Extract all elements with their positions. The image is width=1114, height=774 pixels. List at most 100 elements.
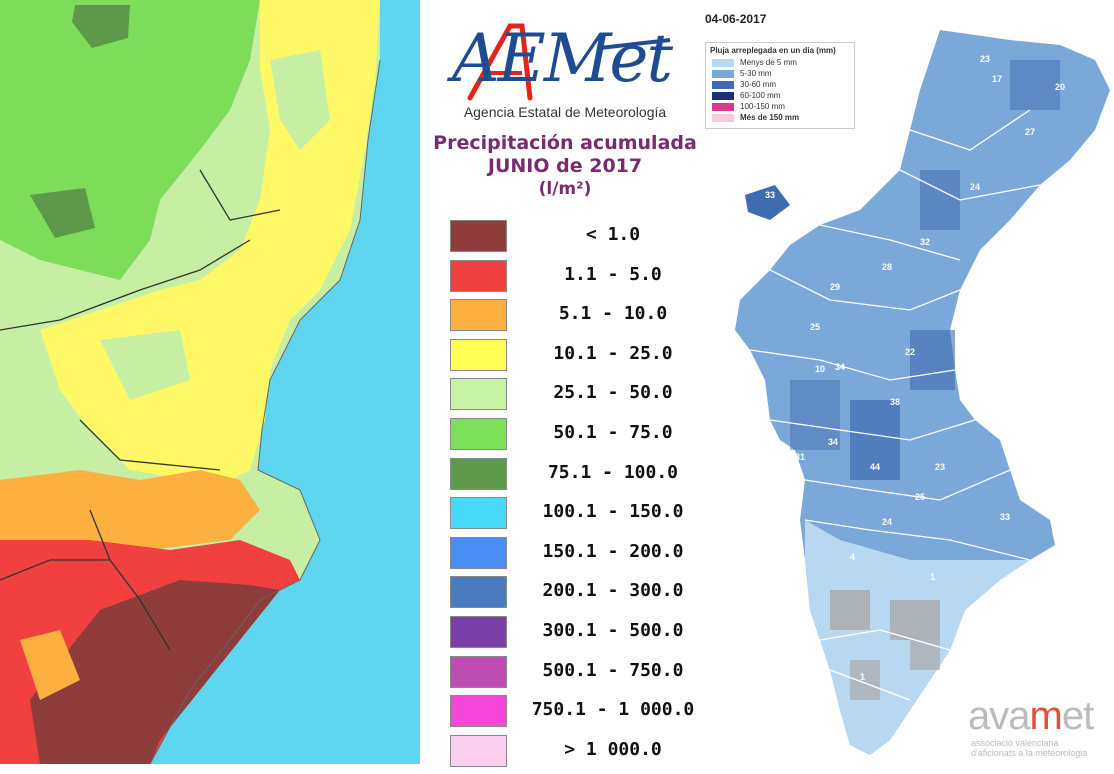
svg-text:34: 34	[835, 362, 845, 372]
title-unit: (l/m²)	[538, 179, 592, 199]
legend-swatch	[450, 576, 507, 609]
avamet-legend-swatch	[712, 70, 734, 78]
svg-text:1: 1	[860, 672, 865, 682]
avamet-legend-row: 100-150 mm	[710, 102, 850, 112]
avamet-date: 04-06-2017	[705, 12, 767, 26]
avamet-legend-swatch	[712, 81, 734, 89]
svg-text:31: 31	[795, 452, 805, 462]
brown-zone	[30, 580, 280, 764]
avamet-legend-row: Més de 150 mm	[710, 113, 850, 123]
comarca-borders	[749, 109, 1041, 701]
province-border	[0, 169, 281, 651]
agency-name: Agencia Estatal de Meteorología	[463, 104, 667, 120]
svg-text:32: 32	[920, 237, 930, 247]
legend-swatch	[450, 695, 507, 728]
svg-text:22: 22	[905, 347, 915, 357]
orange-zone	[0, 470, 260, 550]
avamet-legend-label: 30-60 mm	[740, 80, 777, 89]
avamet-legend-label: 100-150 mm	[740, 102, 785, 111]
legend-label: 5.1 - 10.0	[558, 303, 668, 325]
aemet-logo-text: AEMet	[452, 20, 673, 97]
legend-row: 300.1 - 500.0	[450, 615, 700, 656]
legend-row: 750.1 - 1 000.0	[450, 695, 700, 735]
aemet-legend-panel: AEMet Agencia Estatal de Meteorología Pr…	[420, 0, 710, 767]
legend-label: 200.1 - 300.0	[542, 580, 684, 602]
avamet-legend-swatch	[712, 103, 734, 111]
legend-row: 150.1 - 200.0	[450, 536, 700, 577]
aemet-logo-icon	[467, 23, 671, 101]
svg-text:24: 24	[970, 182, 980, 192]
avamet-legend-label: 5-30 mm	[740, 69, 772, 78]
avamet-subtitle: associació valenciana d'aficionats a la …	[971, 738, 1087, 758]
legend-swatch	[450, 378, 507, 411]
svg-text:20: 20	[1055, 82, 1065, 92]
title-line-1: Precipitación acumulada	[433, 132, 697, 154]
svg-text:28: 28	[882, 262, 892, 272]
avamet-logo: avamet	[968, 694, 1094, 739]
avamet-legend: Pluja arreplegada en un dia (mm) Menys d…	[705, 42, 855, 129]
svg-text:33: 33	[765, 190, 775, 200]
svg-text:23: 23	[980, 54, 990, 64]
legend-row: 75.1 - 100.0	[450, 457, 700, 498]
map-title: Precipitación acumulada JUNIO de 2017 (l…	[420, 132, 710, 200]
legend-label: 50.1 - 75.0	[553, 421, 673, 443]
svg-text:10: 10	[815, 364, 825, 374]
legend-swatch	[450, 220, 507, 252]
no-data-area	[830, 590, 870, 630]
svg-text:44: 44	[870, 462, 880, 472]
legend-label: 500.1 - 750.0	[542, 659, 684, 681]
legend-row: 25.1 - 50.0	[450, 378, 700, 418]
legend-swatch	[450, 259, 507, 292]
legend-swatch	[450, 338, 507, 371]
avamet-legend-swatch	[712, 114, 734, 122]
exclave-shape	[745, 185, 790, 220]
avamet-legend-row: Menys de 5 mm	[710, 58, 850, 68]
svg-text:29: 29	[830, 282, 840, 292]
svg-text:1: 1	[930, 572, 935, 582]
legend-row: 500.1 - 750.0	[450, 655, 700, 696]
avamet-logo-part-a: ava	[968, 694, 1030, 738]
avamet-legend-swatch	[712, 92, 734, 100]
avamet-legend-label: 60-100 mm	[740, 91, 781, 100]
svg-text:33: 33	[1000, 512, 1010, 522]
avamet-legend-row: 60-100 mm	[710, 91, 850, 101]
legend-swatch	[450, 734, 507, 767]
svg-text:34: 34	[828, 437, 838, 447]
legend-row: < 1.0	[450, 220, 700, 260]
legend-swatch	[450, 655, 507, 688]
legend-row: 100.1 - 150.0	[450, 497, 700, 537]
avamet-legend-row: 5-30 mm	[710, 69, 850, 79]
legend-swatch	[450, 417, 507, 450]
aemet-precipitation-map	[0, 0, 420, 764]
svg-text:27: 27	[1025, 127, 1035, 137]
svg-text:23: 23	[935, 462, 945, 472]
legend-row: 10.1 - 25.0	[450, 338, 700, 379]
svg-text:4: 4	[850, 552, 855, 562]
legend-label: > 1 000.0	[564, 738, 662, 760]
legend-label: 1.1 - 5.0	[564, 263, 662, 285]
legend-label: 750.1 - 1 000.0	[531, 699, 695, 721]
avamet-legend-label: Més de 150 mm	[740, 113, 800, 122]
legend-label: 25.1 - 50.0	[553, 382, 673, 404]
svg-text:17: 17	[992, 74, 1002, 84]
svg-text:24: 24	[882, 517, 892, 527]
legend-row: 5.1 - 10.0	[450, 299, 700, 339]
legend-label: 100.1 - 150.0	[542, 501, 684, 523]
legend-label: 75.1 - 100.0	[547, 461, 679, 483]
legend-label: 150.1 - 200.0	[542, 540, 684, 562]
legend-swatch	[450, 457, 507, 490]
legend-swatch	[450, 536, 507, 569]
avamet-logo-part-b: m	[1029, 694, 1063, 738]
svg-text:38: 38	[890, 397, 900, 407]
avamet-subtitle-line-1: associació valenciana	[971, 738, 1059, 748]
legend-row: 200.1 - 300.0	[450, 576, 700, 616]
legend-row: 1.1 - 5.0	[450, 259, 700, 300]
title-line-2: JUNIO de 2017	[487, 155, 643, 177]
precipitation-legend: < 1.0 1.1 - 5.0 5.1 - 10.0 10.1 - 25.0 25.1 …	[450, 220, 700, 774]
legend-row: > 1 000.0	[450, 734, 700, 774]
legend-swatch	[450, 299, 507, 332]
